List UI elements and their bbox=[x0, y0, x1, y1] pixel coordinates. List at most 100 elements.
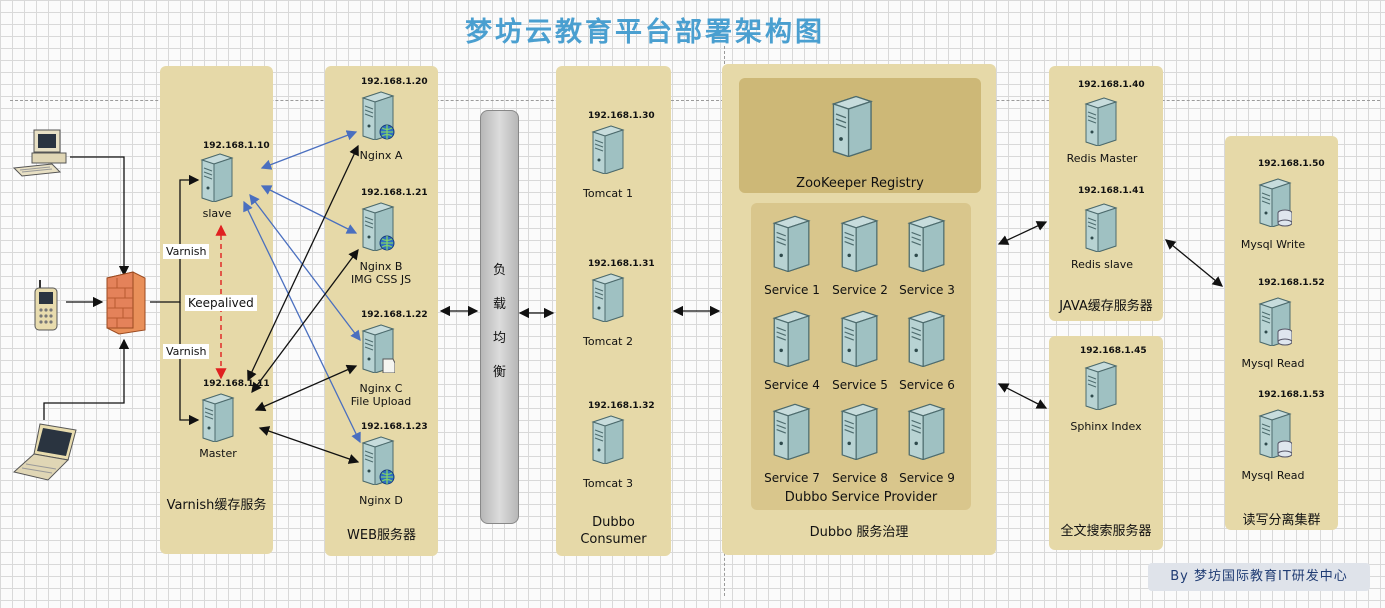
service-name: Service 6 bbox=[899, 378, 955, 392]
diagram-title: 梦坊云教育平台部署架构图 bbox=[465, 17, 825, 48]
governance-search-link bbox=[997, 383, 1048, 409]
redis-server bbox=[1084, 96, 1118, 147]
tomcat-server bbox=[591, 272, 625, 323]
service-name: Service 4 bbox=[764, 378, 820, 392]
dubbo-governance-label: Dubbo 服务治理 bbox=[809, 525, 909, 540]
mysql-ip: 192.168.1.52 bbox=[1258, 278, 1325, 288]
nginx-server bbox=[361, 323, 396, 374]
redis-name: Redis Master bbox=[1066, 152, 1138, 165]
server-icon bbox=[907, 310, 946, 368]
service-server bbox=[772, 309, 811, 368]
search-label: 全文搜索服务器 bbox=[1060, 524, 1152, 539]
varnish-server bbox=[200, 152, 234, 203]
service-server bbox=[772, 402, 811, 461]
client-desktop-link bbox=[70, 156, 130, 277]
java-cache-label: JAVA缓存服务器 bbox=[1059, 299, 1153, 314]
server-icon bbox=[772, 310, 811, 368]
server-icon bbox=[201, 393, 235, 443]
varnish-label-top: Varnish bbox=[163, 244, 210, 259]
mysql-name: Mysql Write bbox=[1240, 238, 1306, 251]
server-icon bbox=[1258, 409, 1293, 459]
varnish-name: slave bbox=[202, 207, 232, 220]
lb-char-3: 均 bbox=[492, 331, 506, 346]
server-icon bbox=[840, 403, 879, 461]
server-icon bbox=[1258, 178, 1293, 228]
nginx-ip: 192.168.1.22 bbox=[361, 310, 428, 320]
laptop-client-icon bbox=[12, 423, 77, 481]
tomcat-ip: 192.168.1.31 bbox=[588, 259, 655, 269]
nginx-name: Nginx A bbox=[359, 149, 403, 162]
service-name: Service 9 bbox=[899, 471, 955, 485]
server-icon bbox=[591, 415, 625, 465]
nginx-server bbox=[361, 435, 395, 486]
firewall-master-link bbox=[179, 302, 200, 426]
service-name: Service 3 bbox=[899, 283, 955, 297]
mysql-label: 读写分离集群 bbox=[1242, 513, 1321, 528]
service-server bbox=[907, 402, 946, 461]
server-icon bbox=[361, 324, 396, 374]
server-icon bbox=[361, 202, 395, 252]
nginx-server bbox=[361, 201, 395, 252]
mysql-ip: 192.168.1.53 bbox=[1258, 390, 1325, 400]
server-icon bbox=[772, 403, 811, 461]
server-icon bbox=[1084, 361, 1118, 411]
mysql-server bbox=[1258, 408, 1293, 459]
nginx-ip: 192.168.1.21 bbox=[361, 188, 428, 198]
server-icon bbox=[907, 215, 946, 273]
cache-mysql-link bbox=[1164, 239, 1224, 287]
mysql-server bbox=[1258, 296, 1293, 347]
server-icon bbox=[1084, 203, 1118, 253]
mysql-name: Mysql Read bbox=[1241, 469, 1305, 482]
server-icon bbox=[361, 91, 395, 141]
varnish-ip: 192.168.1.11 bbox=[203, 379, 270, 389]
sphinx-name: Sphinx Index bbox=[1070, 420, 1142, 433]
server-icon bbox=[840, 310, 879, 368]
mysql-ip: 192.168.1.50 bbox=[1258, 159, 1325, 169]
governance-cache-link bbox=[997, 221, 1048, 245]
varnish-label-bottom: Varnish bbox=[163, 344, 210, 359]
desktop-client-icon bbox=[12, 129, 67, 177]
master-nginx-c-link bbox=[254, 364, 358, 412]
mysql-server bbox=[1258, 177, 1293, 228]
footer-credit: By 梦坊国际教育IT研发中心 bbox=[1148, 563, 1370, 591]
provider-label: Dubbo Service Provider bbox=[784, 490, 938, 505]
service-server bbox=[840, 309, 879, 368]
nginx-server bbox=[361, 90, 395, 141]
server-icon bbox=[1084, 97, 1118, 147]
server-icon bbox=[200, 153, 234, 203]
varnish-server bbox=[201, 392, 235, 443]
redis-ip: 192.168.1.40 bbox=[1078, 80, 1145, 90]
phone-client-icon bbox=[34, 280, 58, 331]
server-icon bbox=[907, 403, 946, 461]
tomcat-name: Tomcat 3 bbox=[583, 477, 633, 490]
service-server bbox=[840, 214, 879, 273]
keepalived-label: Keepalived bbox=[185, 295, 257, 311]
nginx-ip: 192.168.1.20 bbox=[361, 77, 428, 87]
nginx-ip: 192.168.1.23 bbox=[361, 422, 428, 432]
service-name: Service 2 bbox=[832, 283, 888, 297]
service-name: Service 7 bbox=[764, 471, 820, 485]
slave-nginx-b-link bbox=[260, 185, 358, 234]
service-name: Service 8 bbox=[832, 471, 888, 485]
client-laptop-link bbox=[43, 338, 130, 420]
nginx-name: Nginx B IMG CSS JS bbox=[350, 260, 412, 286]
tomcat-name: Tomcat 1 bbox=[583, 187, 633, 200]
zookeeper-server bbox=[831, 94, 873, 158]
server-icon bbox=[591, 125, 625, 175]
service-name: Service 5 bbox=[832, 378, 888, 392]
mysql-name: Mysql Read bbox=[1241, 357, 1305, 370]
varnish-ip: 192.168.1.10 bbox=[203, 141, 270, 151]
lb-char-1: 负 bbox=[492, 263, 506, 278]
redis-name: Redis slave bbox=[1071, 258, 1133, 271]
dubbo-consumer-label: Dubbo Consumer bbox=[580, 515, 647, 547]
lb-char-2: 载 bbox=[492, 297, 506, 312]
tomcat-ip: 192.168.1.32 bbox=[588, 401, 655, 411]
server-icon bbox=[361, 436, 395, 486]
sphinx-server bbox=[1084, 360, 1118, 411]
tomcat-name: Tomcat 2 bbox=[583, 335, 633, 348]
service-server bbox=[907, 214, 946, 273]
tomcat-server bbox=[591, 414, 625, 465]
redis-server bbox=[1084, 202, 1118, 253]
zookeeper-label: ZooKeeper Registry bbox=[796, 176, 924, 191]
